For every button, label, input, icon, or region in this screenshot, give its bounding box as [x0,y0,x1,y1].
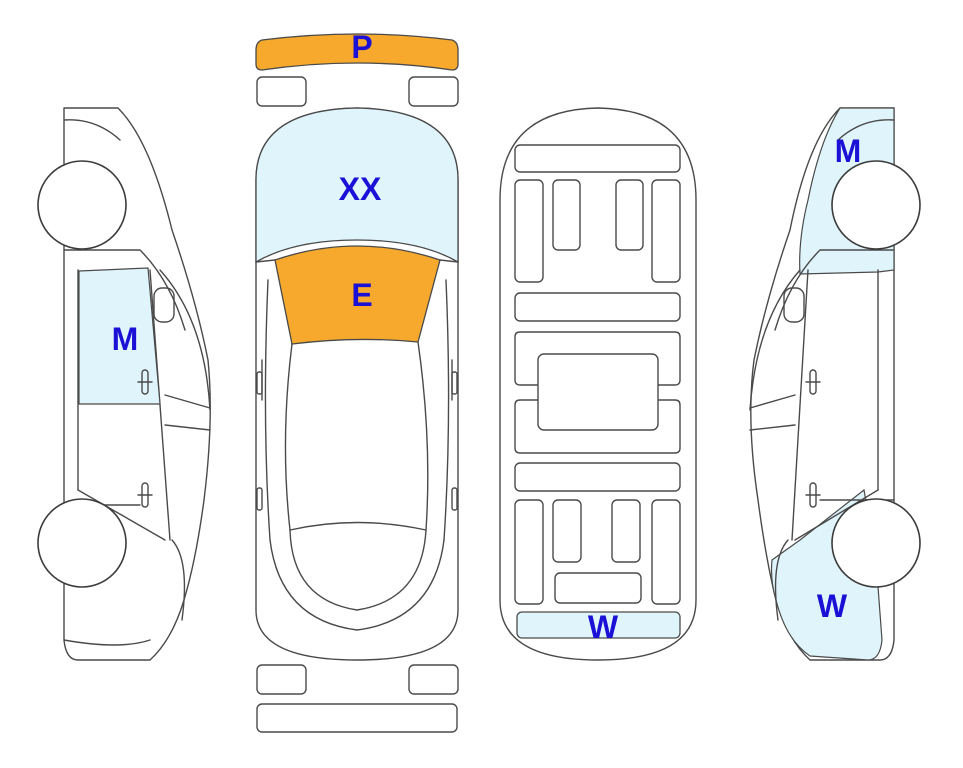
front-right-light [408,664,459,695]
rear-right-light [408,76,459,107]
underbody-front-bar-label: W [588,609,619,645]
roof-label: XX [339,171,382,207]
left-side-view: M [37,107,211,661]
underbody-view: W [499,107,697,661]
left-front-wheel [37,498,127,588]
right-front-fender-label: W [817,588,848,624]
right-rear-wheel [831,160,921,250]
windshield-label: E [351,277,372,313]
rear-left-light [256,76,307,107]
right-front-wheel [831,498,921,588]
underbody-front-bar-zone [516,611,681,639]
right-side-view: M W [749,107,921,661]
top-view: P XX E [255,29,459,733]
front-left-light [256,664,307,695]
left-front-door-label: M [112,321,139,357]
left-rear-wheel [37,160,127,250]
rear-bumper-zone [255,33,459,71]
front-bumper [256,703,458,733]
left-front-door-zone [78,267,161,405]
rear-bumper-label: P [351,29,372,65]
right-rear-fender-label: M [835,133,862,169]
roof-zone [255,107,459,264]
